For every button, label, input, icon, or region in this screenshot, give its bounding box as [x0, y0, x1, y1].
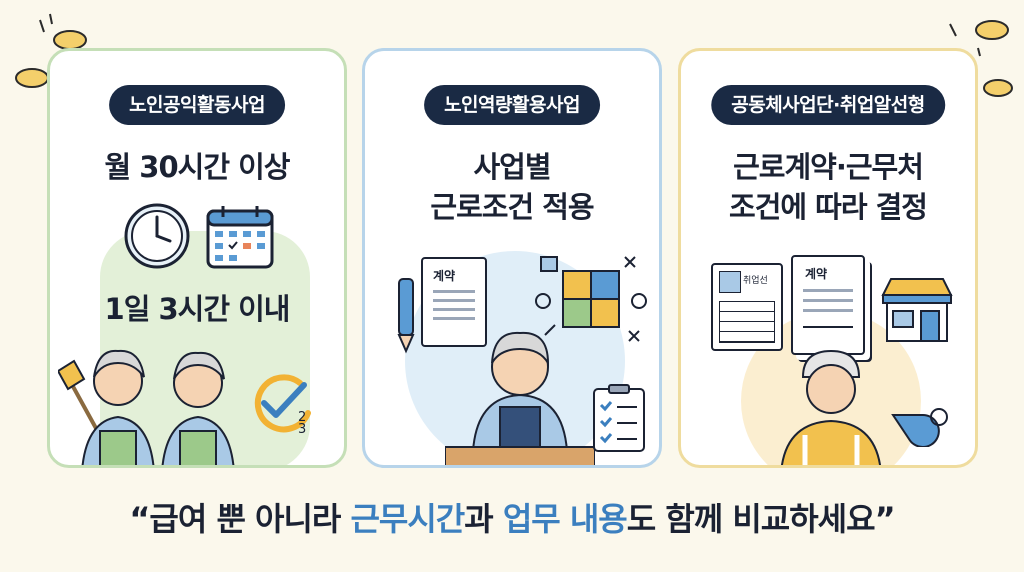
panel-capacity-utilization: 노인역량활용사업 사업별 근로조건 적용 계약: [362, 48, 662, 468]
senior-office-worker-illustration: [445, 331, 595, 465]
senior-guard-illustration: [781, 349, 881, 465]
contract-icon: 계약: [421, 257, 487, 347]
panel-community-employment: 공동체사업단·취업알선형 근로계약·근무처 조건에 따라 결정 취업선 계약: [678, 48, 978, 468]
pen-icon: [397, 278, 415, 354]
category-pill: 노인공익활동사업: [109, 85, 285, 125]
close-quote: ”: [874, 500, 896, 538]
senior-workers-illustration: [58, 349, 235, 465]
contract-label: 계약: [805, 267, 828, 281]
whistle-icon: [891, 408, 948, 447]
check-icon: 2 3: [254, 374, 311, 437]
headline-line-1: 근로계약·근무처: [733, 150, 924, 184]
checklist-icon: [593, 384, 645, 452]
footer-part-1: 급여 뿐 아니라: [149, 500, 351, 538]
headline-line-2: 조건에 따라 결정: [729, 190, 928, 224]
headline-line-2: 근로조건 적용: [430, 190, 594, 224]
footer-message: “급여 뿐 아니라 근무시간과 업무 내용도 함께 비교하세요”: [0, 494, 1024, 540]
id-card-icon: 취업선: [711, 263, 783, 351]
category-pill: 노인역량활용사업: [424, 85, 600, 125]
panel-public-activity: 노인공익활동사업 월 30시간 이상 1일 3시간 이내: [47, 48, 347, 468]
card-label: 취업선: [743, 276, 768, 286]
shop-icon: [881, 278, 953, 342]
headline-line-1: 사업별: [473, 150, 551, 184]
puzzle-icon: [535, 256, 647, 342]
badge-number: 3: [298, 422, 306, 437]
monthly-hours-text: 월 30시간 이상: [104, 150, 291, 184]
highlight-work-content: 업무 내용: [502, 500, 628, 538]
open-quote: “: [129, 500, 150, 538]
contract-label: 계약: [433, 269, 456, 283]
badge-number: 2: [298, 410, 306, 425]
category-pill: 공동체사업단·취업알선형: [711, 85, 945, 125]
calendar-icon: [206, 206, 274, 269]
contract-icon: 계약: [791, 255, 865, 355]
footer-part-3: 도 함께 비교하세요: [626, 500, 876, 538]
highlight-work-hours: 근무시간: [350, 500, 465, 538]
footer-part-2: 과: [464, 500, 503, 538]
daily-hours-text: 1일 3시간 이내: [104, 292, 291, 326]
clock-icon: [124, 203, 190, 269]
